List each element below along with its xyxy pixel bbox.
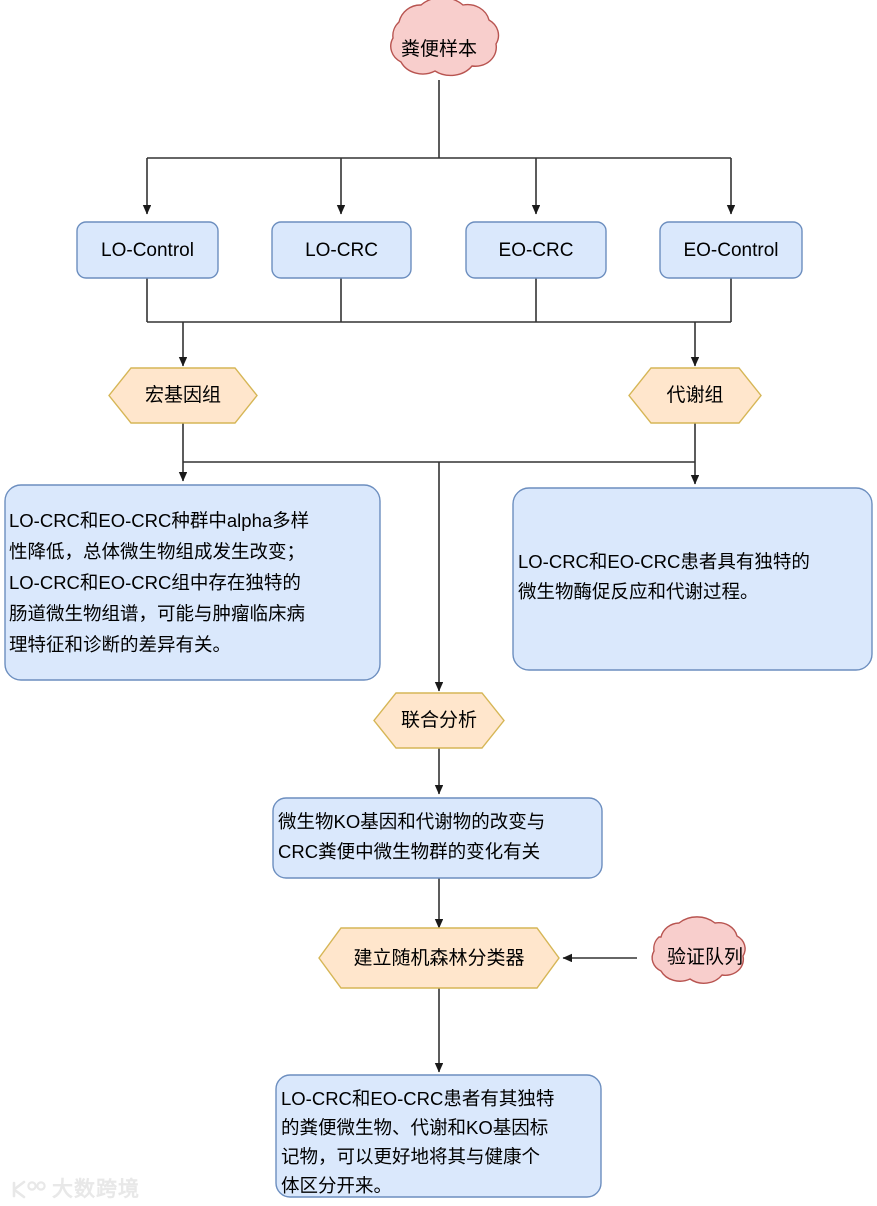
conclusion-line: 的粪便微生物、代谢和KO基因标 <box>281 1117 548 1138</box>
finding-line: LO-CRC和EO-CRC组中存在独特的 <box>9 572 301 593</box>
node-group-eo-control[interactable]: EO-Control <box>659 221 803 279</box>
node-metagenomics[interactable]: 宏基因组 <box>108 367 258 424</box>
finding-line: 性降低，总体微生物组成发生改变； <box>9 541 305 562</box>
result-line: 微生物KO基因和代谢物的改变与 <box>278 811 545 832</box>
node-group-eo-control-label: EO-Control <box>683 240 778 261</box>
node-validation-cohort[interactable]: 验证队列 <box>651 916 746 984</box>
node-classifier[interactable]: 建立随机森林分类器 <box>318 927 560 989</box>
node-group-lo-control[interactable]: LO-Control <box>76 221 219 279</box>
group-box-shape <box>465 221 607 279</box>
finding-box-shape <box>4 484 381 681</box>
conclusion-line: 记物，可以更好地将其与健康个 <box>281 1146 540 1167</box>
finding-line: 肠道微生物组谱，可能与肿瘤临床病 <box>9 603 305 624</box>
finding-line: LO-CRC和EO-CRC种群中alpha多样 <box>9 510 309 531</box>
edge-layer <box>142 80 736 1073</box>
node-joint-analysis-label: 联合分析 <box>401 709 477 731</box>
conclusion-box-shape <box>275 1074 602 1198</box>
hexagon-shape <box>628 367 762 424</box>
group-box-shape <box>659 221 803 279</box>
conclusion-line: LO-CRC和EO-CRC患者有其独特 <box>281 1088 554 1109</box>
watermark-label: 大数跨境 <box>52 1177 140 1201</box>
watermark-logo-icon <box>12 1180 46 1199</box>
node-group-eo-crc[interactable]: EO-CRC <box>465 221 607 279</box>
node-metabolomics-finding[interactable]: LO-CRC和EO-CRC患者具有独特的 微生物酶促反应和代谢过程。 <box>512 487 873 671</box>
node-group-lo-control-label: LO-Control <box>101 240 194 261</box>
node-classifier-label: 建立随机森林分类器 <box>353 947 524 969</box>
hexagon-shape <box>373 692 505 749</box>
node-metagenomics-finding[interactable]: LO-CRC和EO-CRC种群中alpha多样 性降低，总体微生物组成发生改变；… <box>4 484 381 681</box>
finding-line: 理特征和诊断的差异有关。 <box>9 634 231 655</box>
node-metagenomics-label: 宏基因组 <box>145 384 221 406</box>
node-metabolomics-label: 代谢组 <box>666 384 723 406</box>
conclusion-line: 体区分开来。 <box>281 1175 392 1196</box>
node-joint-analysis[interactable]: 联合分析 <box>373 692 505 749</box>
node-group-lo-crc-label: LO-CRC <box>305 240 378 261</box>
node-stool-sample-label: 粪便样本 <box>401 38 477 60</box>
node-joint-result[interactable]: 微生物KO基因和代谢物的改变与 CRC粪便中微生物群的变化有关 <box>272 797 603 879</box>
node-stool-sample[interactable]: 粪便样本 <box>390 0 500 77</box>
group-box-shape <box>76 221 219 279</box>
hexagon-shape <box>318 927 560 989</box>
finding-box-shape <box>512 487 873 671</box>
node-group-lo-crc[interactable]: LO-CRC <box>271 221 412 279</box>
watermark: 大数跨境 <box>12 1177 140 1201</box>
node-conclusion[interactable]: LO-CRC和EO-CRC患者有其独特 的粪便微生物、代谢和KO基因标 记物，可… <box>275 1074 602 1198</box>
node-validation-cohort-label: 验证队列 <box>667 946 743 968</box>
group-box-shape <box>271 221 412 279</box>
hexagon-shape <box>108 367 258 424</box>
cloud-shape <box>651 916 746 984</box>
finding-line: LO-CRC和EO-CRC患者具有独特的 <box>518 551 810 572</box>
cloud-shape <box>390 0 500 77</box>
result-box-shape <box>272 797 603 879</box>
node-metabolomics[interactable]: 代谢组 <box>628 367 762 424</box>
finding-line: 微生物酶促反应和代谢过程。 <box>518 581 759 602</box>
node-group-eo-crc-label: EO-CRC <box>499 240 574 261</box>
result-line: CRC粪便中微生物群的变化有关 <box>278 841 540 862</box>
